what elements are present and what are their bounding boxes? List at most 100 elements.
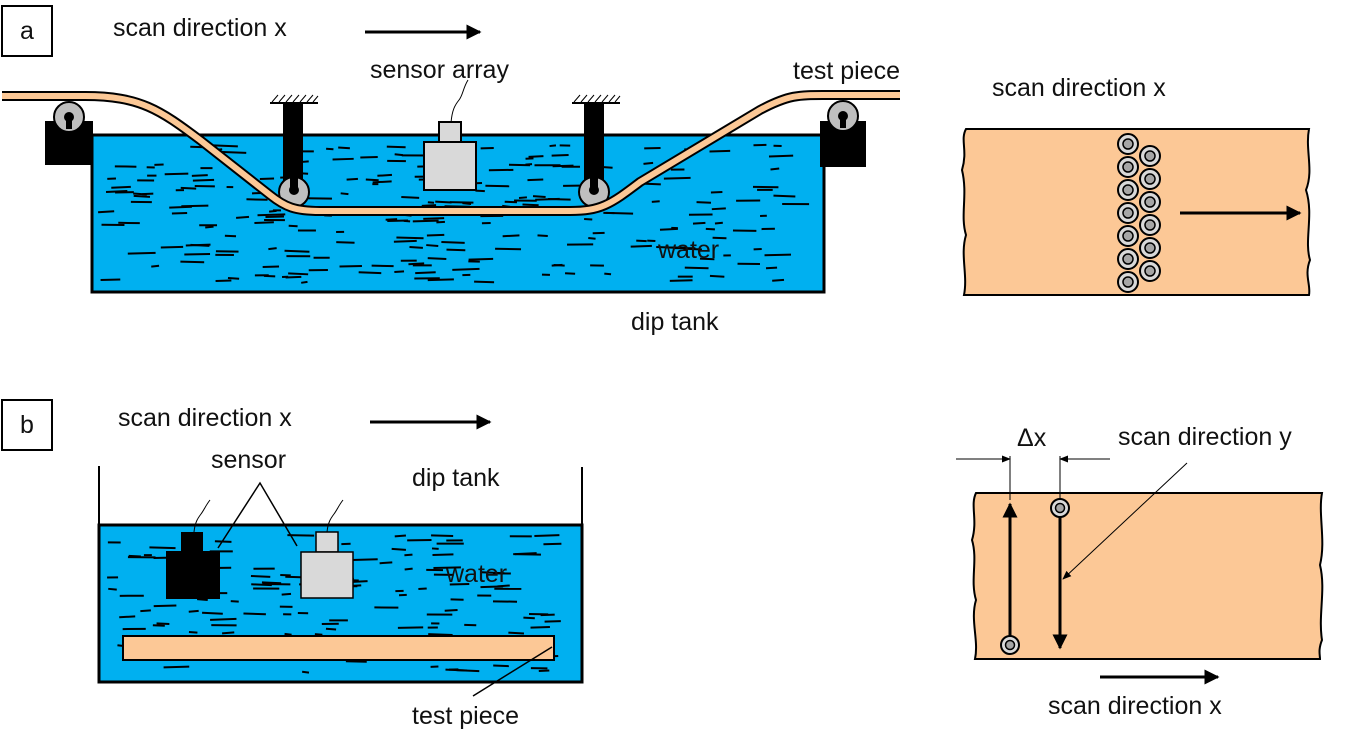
water-ripple bbox=[773, 194, 796, 198]
water-ripple bbox=[669, 279, 693, 282]
sensor-leader-lines bbox=[217, 481, 298, 549]
water-ripple bbox=[394, 534, 406, 538]
water-ripple bbox=[191, 174, 208, 177]
water-ripple bbox=[421, 204, 437, 207]
probe-current bbox=[1050, 498, 1070, 518]
water-ripple bbox=[418, 587, 427, 591]
test-piece-strip bbox=[2, 91, 900, 214]
water-ripple bbox=[284, 249, 310, 253]
water-ripple bbox=[396, 236, 424, 240]
water-ripple bbox=[427, 278, 454, 282]
water-ripple bbox=[452, 267, 480, 271]
water-ripple bbox=[656, 246, 683, 249]
water-ripple bbox=[588, 237, 596, 240]
water-ripple bbox=[127, 251, 156, 255]
panel-b-sensor-label: sensor bbox=[211, 446, 286, 474]
water-ripple bbox=[446, 248, 466, 252]
water-ripple bbox=[156, 622, 170, 625]
panel-a: a scan direction x bbox=[1, 5, 1312, 336]
water-ripple bbox=[603, 166, 613, 169]
scan-y-leader-line bbox=[1062, 462, 1188, 580]
water-ripple bbox=[365, 178, 379, 182]
water-ripple bbox=[340, 192, 349, 196]
water-ripple bbox=[444, 609, 458, 612]
scan-direction-y-label: scan direction y bbox=[1118, 423, 1292, 451]
water-ripple bbox=[153, 604, 177, 608]
water-ripple bbox=[213, 144, 238, 148]
water-ripple bbox=[468, 257, 494, 261]
water-ripple bbox=[710, 191, 723, 194]
water-ripple bbox=[696, 201, 712, 204]
probe-element-core bbox=[1122, 207, 1134, 219]
water-ripple bbox=[351, 558, 378, 562]
water-ripple bbox=[188, 609, 199, 613]
water-ripple bbox=[549, 144, 557, 148]
water-ripple bbox=[190, 243, 210, 247]
panel-a-letter: a bbox=[20, 17, 34, 45]
water-ripple bbox=[98, 210, 115, 214]
water-ripple bbox=[377, 173, 393, 177]
water-ripple bbox=[765, 266, 778, 270]
water-ripple bbox=[532, 195, 546, 199]
water-ripple bbox=[456, 669, 480, 673]
probe-element-core bbox=[1144, 196, 1156, 208]
water-ripple bbox=[699, 257, 715, 261]
scan-direction-x-label: scan direction x bbox=[1048, 692, 1222, 720]
water-ripple bbox=[475, 189, 485, 193]
water-ripple bbox=[404, 567, 413, 571]
water-ripple bbox=[205, 225, 214, 229]
water-ripple bbox=[192, 178, 215, 182]
water-ripple bbox=[537, 234, 548, 237]
panel-b-test-piece bbox=[122, 635, 555, 661]
water-ripple bbox=[426, 244, 439, 248]
water-ripple bbox=[236, 215, 250, 219]
water-ripple bbox=[705, 227, 715, 231]
water-ripple bbox=[415, 271, 436, 275]
topview-b-test-piece bbox=[970, 492, 1324, 660]
water-ripple bbox=[169, 205, 192, 209]
water-ripple bbox=[764, 253, 792, 257]
test-piece-leader-line bbox=[472, 646, 553, 697]
topview-a-scan-direction-label: scan direction x bbox=[992, 74, 1166, 102]
water-ripple bbox=[302, 670, 310, 674]
water-ripple bbox=[401, 196, 420, 199]
panel-b-scan-direction-label: scan direction x bbox=[118, 404, 292, 432]
panel-b-water-label: water bbox=[445, 560, 507, 588]
panel-a-dip-tank-label: dip tank bbox=[631, 308, 719, 336]
water-ripple bbox=[435, 200, 452, 204]
water-ripple bbox=[128, 554, 141, 558]
probe-element-core bbox=[1122, 138, 1134, 150]
water-ripple bbox=[372, 180, 392, 184]
probe-element-core bbox=[1144, 219, 1156, 231]
water-ripple bbox=[257, 213, 286, 217]
water-ripple bbox=[518, 196, 528, 200]
water-ripple bbox=[214, 540, 232, 543]
panel-b: b scan direction x sensor dip tank water… bbox=[1, 399, 1324, 730]
water-ripple bbox=[215, 279, 232, 283]
right-roller bbox=[827, 100, 859, 132]
panel-a-water-label: water bbox=[657, 236, 719, 264]
water-ripple bbox=[497, 584, 510, 588]
water-ripple bbox=[397, 626, 424, 629]
water-ripple bbox=[502, 234, 520, 238]
water-ripple bbox=[493, 664, 509, 668]
water-ripple bbox=[535, 197, 560, 201]
water-ripple bbox=[427, 201, 435, 204]
water-ripple bbox=[432, 553, 454, 556]
water-ripple bbox=[426, 233, 445, 237]
water-ripple bbox=[391, 547, 406, 551]
sensor-array-label: sensor array bbox=[370, 56, 509, 84]
probe-element-core bbox=[1122, 276, 1134, 288]
water-ripple bbox=[345, 660, 367, 663]
water-ripple bbox=[630, 244, 652, 248]
water-ripples bbox=[98, 143, 810, 284]
water-ripple bbox=[714, 221, 723, 225]
water-ripple bbox=[651, 200, 660, 203]
water-ripple bbox=[522, 203, 539, 207]
water-ripple bbox=[408, 262, 425, 266]
probe-start bbox=[1000, 635, 1020, 655]
water-ripple bbox=[530, 626, 550, 629]
water-ripple bbox=[287, 534, 315, 537]
water-ripple bbox=[119, 615, 136, 619]
delta-x-label: Δx bbox=[1017, 424, 1047, 452]
